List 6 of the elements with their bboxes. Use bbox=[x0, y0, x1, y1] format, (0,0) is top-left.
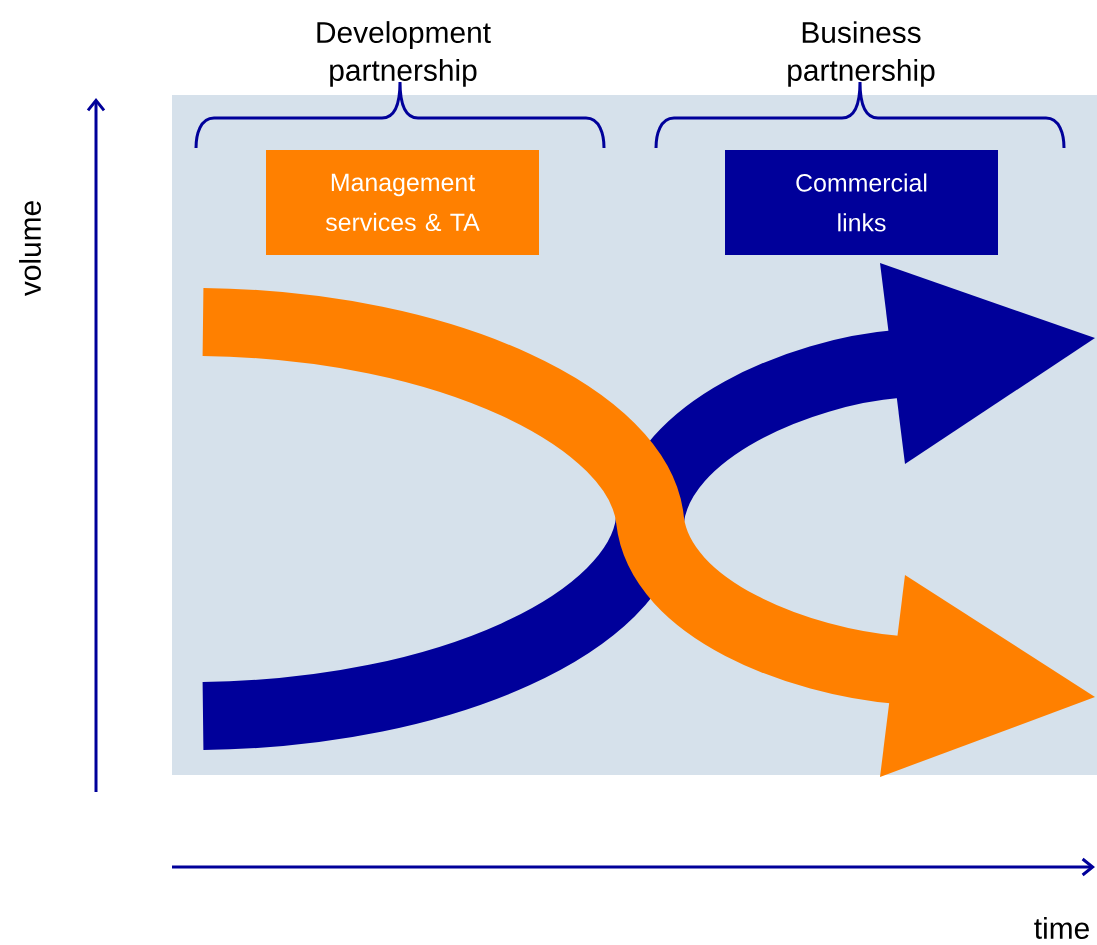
label-box: Management services & TA bbox=[266, 150, 539, 255]
label-box: Commercial links bbox=[725, 150, 998, 255]
axis-label: volume bbox=[19, 201, 41, 297]
phase-label: Development partnership bbox=[317, 21, 491, 87]
phase-label: Business partnership bbox=[788, 21, 935, 87]
axis-label: time bbox=[1034, 917, 1089, 939]
